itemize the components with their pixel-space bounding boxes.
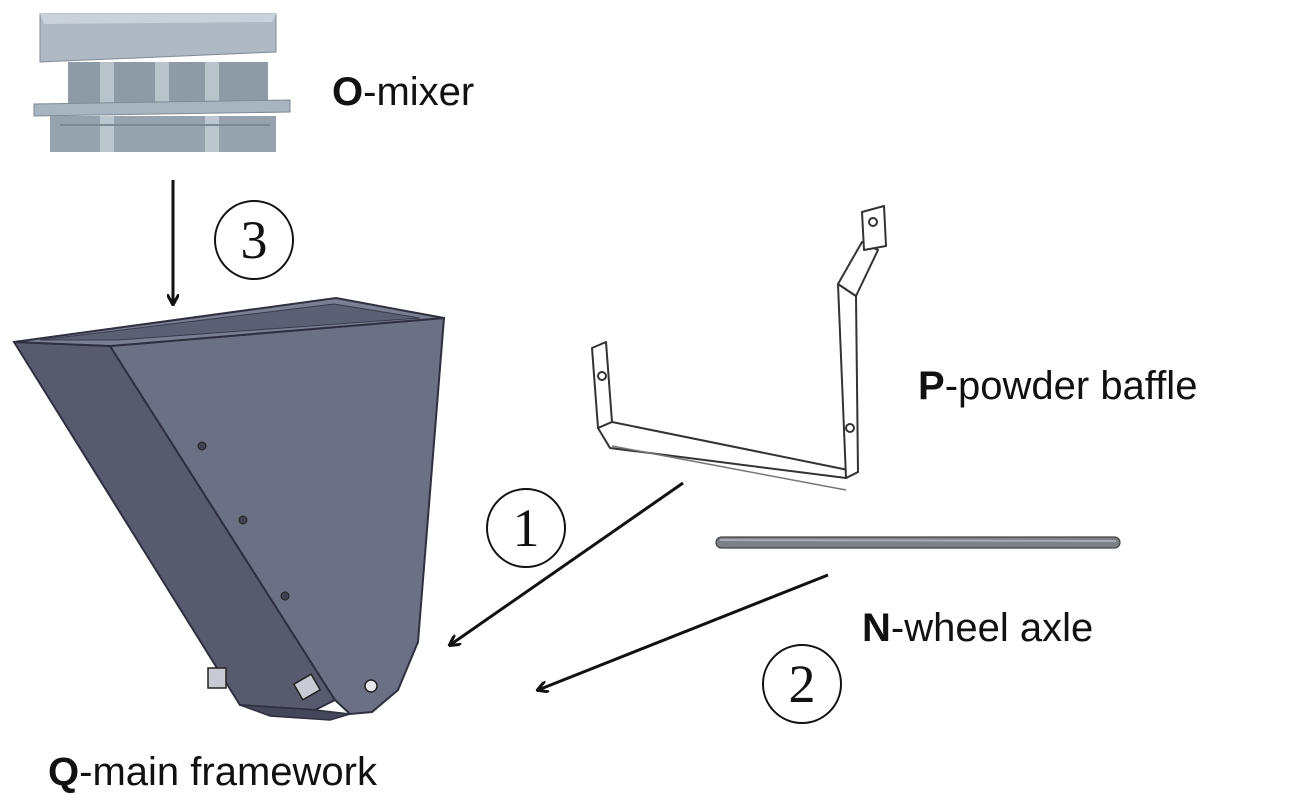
powder-baffle-label: P-powder baffle bbox=[918, 364, 1198, 408]
wheel-axle-part bbox=[715, 536, 1121, 549]
main-framework-part bbox=[12, 296, 446, 721]
powder-baffle-part bbox=[591, 205, 887, 491]
step-1-badge: 1 bbox=[486, 488, 566, 568]
mixer-label: O-mixer bbox=[332, 70, 475, 114]
step-2-arrow bbox=[538, 573, 829, 690]
main-framework-label: Q-main framework bbox=[48, 750, 377, 794]
mixer-part bbox=[33, 13, 291, 152]
step-2-badge: 2 bbox=[762, 644, 842, 724]
wheel-axle-label: N-wheel axle bbox=[862, 606, 1094, 650]
step-1-arrow bbox=[450, 481, 684, 645]
step-3-badge: 3 bbox=[214, 200, 294, 280]
